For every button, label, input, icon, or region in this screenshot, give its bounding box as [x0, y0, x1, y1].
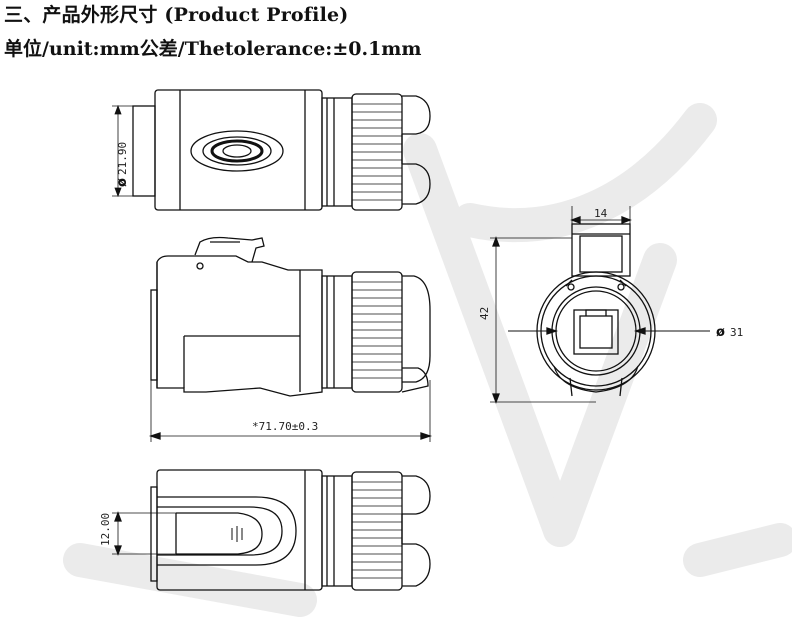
front-height-label: 42	[478, 307, 491, 320]
dimension-labels: ø 21.90 *71.70±0.3 14 42 ø 31 12.00	[99, 142, 743, 546]
overall-length-label: *71.70±0.3	[252, 420, 318, 433]
watermark	[63, 103, 792, 617]
front-view	[490, 206, 710, 404]
rear-diameter-symbol: ø	[115, 178, 130, 187]
bottom-view	[112, 469, 431, 591]
top-view	[132, 89, 431, 211]
page-title: 三、产品外形尺寸 (Product Profile)	[4, 4, 349, 26]
front-diameter-label: 31	[730, 326, 743, 339]
side-view	[148, 236, 433, 442]
rear-diameter-label: 21.90	[116, 142, 129, 175]
bottom-width-label: 12.00	[99, 513, 112, 546]
front-width-label: 14	[594, 207, 608, 220]
page-subtitle: 单位/unit:mm公差/Thetolerance:±0.1mm	[4, 38, 422, 60]
front-diameter-symbol: ø	[716, 325, 725, 340]
rear-diameter-dimension	[112, 104, 133, 198]
